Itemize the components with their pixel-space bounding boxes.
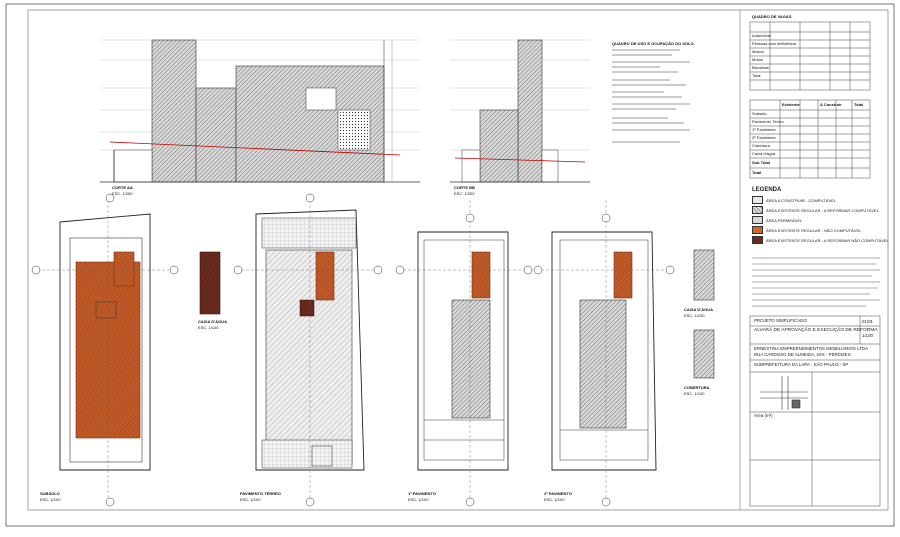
plan-subsolo [31, 193, 179, 507]
detail-title-tank-b: CAIXA D'ÁGUA [684, 307, 714, 312]
area-header-construir: A Construir [820, 102, 842, 107]
area-row-7: Total [752, 170, 762, 175]
legend-text: ÁREA A CONSTRUIR - COMPUTÁVEL [766, 198, 837, 203]
section-a-scale: ESC. 1/200 [112, 191, 133, 196]
detail-title-cobertura: COBERTURA [684, 385, 710, 390]
area-row-1: Pavimento Térreo [752, 119, 784, 124]
tb-project-type: PROJETO SIMPLIFICADO [754, 318, 807, 323]
legend-text: ÁREA PERMEÁVEL [766, 218, 803, 223]
legend-text: ÁREA EXISTENTE REGULAR - A REFORMAR COMP… [766, 208, 879, 213]
plan-1-pavimento [395, 200, 533, 507]
legend-title: LEGENDA [752, 187, 782, 193]
zoning-notes [612, 49, 690, 143]
plan-scale-1pav: ESC. 1/100 [408, 497, 429, 502]
legend-item: ÁREA PERMEÁVEL [752, 216, 882, 225]
detail-scale-tank-a: ESC. 1/100 [198, 325, 219, 330]
legend-item: ÁREA EXISTENTE REGULAR - NÃO COMPUTÁVEL [752, 226, 882, 235]
area-row-2: 1º Pavimento [752, 127, 776, 132]
parking-row-1: Pessoas com deficiência [752, 41, 797, 46]
tb-city: SUBPREFEITURA DA LAPA - SÃO PAULO - SP [754, 362, 849, 367]
plan-title-2pav: 2º PAVIMENTO [544, 491, 572, 496]
parking-row-4: Bicicletas [752, 65, 769, 70]
notes-block [752, 257, 880, 307]
legend-text: ÁREA EXISTENTE REGULAR - A REFORMAR NÃO … [766, 238, 889, 243]
tb-owner: ERNESTINA EMPREENDIMENTOS IMOBILIÁRIOS L… [754, 346, 869, 351]
sheet-border-inner [27, 9, 889, 511]
plan-scale-subsolo: ESC. 1/100 [40, 497, 61, 502]
parking-row-0: Automóvel [752, 33, 771, 38]
title-block [749, 315, 881, 507]
tb-sheet: 01/01 [862, 319, 873, 324]
tb-request: ALVARÁ DE APROVAÇÃO E EXECUÇÃO DE REFORM… [754, 328, 878, 333]
area-row-0: Subsolo [752, 111, 767, 116]
water-tank-block [199, 251, 221, 315]
plan-2-pavimento [533, 200, 675, 507]
location-map [760, 376, 808, 410]
legend-item: ÁREA EXISTENTE REGULAR - A REFORMAR NÃO … [752, 236, 889, 245]
parking-table-title: QUADRO DE VAGAS [752, 14, 792, 19]
section-b-title: CORTE BB [454, 185, 475, 190]
parking-row-2: Idosos [752, 49, 764, 54]
area-row-4: Cobertura [752, 143, 770, 148]
plan-terreo [233, 193, 383, 507]
area-header-total: Total [854, 102, 864, 107]
section-a-title: CORTE AA [112, 185, 133, 190]
legend-swatch [752, 216, 763, 224]
section-b [450, 39, 590, 183]
parking-table [749, 21, 871, 91]
area-row-6: Sub Total [752, 160, 770, 165]
plan-title-terreo: PAVIMENTO TÉRREO [240, 491, 281, 496]
zoning-title: QUADRO DE USO E OCUPAÇÃO DO SOLO [612, 41, 694, 46]
plan-title-subsolo: SUBSOLO [40, 491, 60, 496]
legend-text: ÁREA EXISTENTE REGULAR - NÃO COMPUTÁVEL [766, 228, 862, 233]
detail-tank-1 [693, 249, 715, 301]
detail-scale-tank-b: ESC. 1/100 [684, 313, 705, 318]
detail-tank-2 [693, 329, 715, 379]
tb-scale: 1/100 [862, 333, 873, 338]
parking-row-3: Motos [752, 57, 763, 62]
detail-scale-cobertura: ESC. 1/100 [684, 391, 705, 396]
detail-title-tank-a: CAIXA D'ÁGUA [198, 319, 228, 324]
area-header-existente: Existente [782, 102, 800, 107]
area-row-3: 2º Pavimento [752, 135, 776, 140]
legend-swatch [752, 196, 763, 204]
plan-title-1pav: 1º PAVIMENTO [408, 491, 436, 496]
section-a [100, 39, 420, 183]
legend-item: ÁREA A CONSTRUIR - COMPUTÁVEL [752, 196, 882, 205]
parking-row-5: Total [752, 73, 761, 78]
plan-scale-terreo: ESC. 1/100 [240, 497, 261, 502]
legend-swatch [752, 226, 763, 234]
legend-swatch [752, 206, 763, 214]
area-table [749, 99, 871, 179]
area-row-5: Caixa d'água [752, 151, 776, 156]
legend-item: ÁREA EXISTENTE REGULAR - A REFORMAR COMP… [752, 206, 882, 215]
sheet-border-outer [5, 3, 895, 527]
legend-swatch [752, 236, 763, 244]
tb-address: RUA CARDOSO DE ALMEIDA, 2XX - PERDIZES [754, 352, 851, 357]
tb-area-label: Área (m²) [754, 413, 773, 418]
section-b-scale: ESC. 1/200 [454, 191, 475, 196]
plan-scale-2pav: ESC. 1/100 [544, 497, 565, 502]
